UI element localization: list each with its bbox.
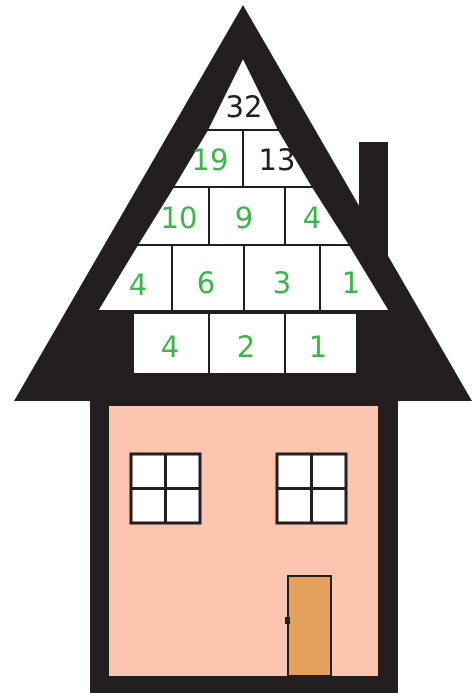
number-top: 32 (226, 90, 263, 124)
number-row5-1: 4 (161, 330, 179, 364)
number-row4-4: 1 (342, 266, 360, 300)
number-row4-2: 6 (197, 266, 215, 300)
number-row3-1: 10 (161, 201, 198, 235)
number-row4-3: 3 (273, 266, 291, 300)
number-row3-3: 4 (303, 201, 321, 235)
door (288, 576, 331, 676)
number-row4-1: 4 (129, 268, 147, 302)
door-knob-icon (285, 617, 290, 624)
number-row2-1: 19 (192, 143, 229, 177)
window-right (277, 454, 346, 523)
house-wall (109, 406, 378, 676)
window-left (131, 454, 200, 523)
number-row5-3: 1 (309, 330, 327, 364)
number-row3-2: 9 (235, 201, 253, 235)
number-row5-2: 2 (237, 330, 255, 364)
number-row2-2: 13 (259, 143, 296, 177)
